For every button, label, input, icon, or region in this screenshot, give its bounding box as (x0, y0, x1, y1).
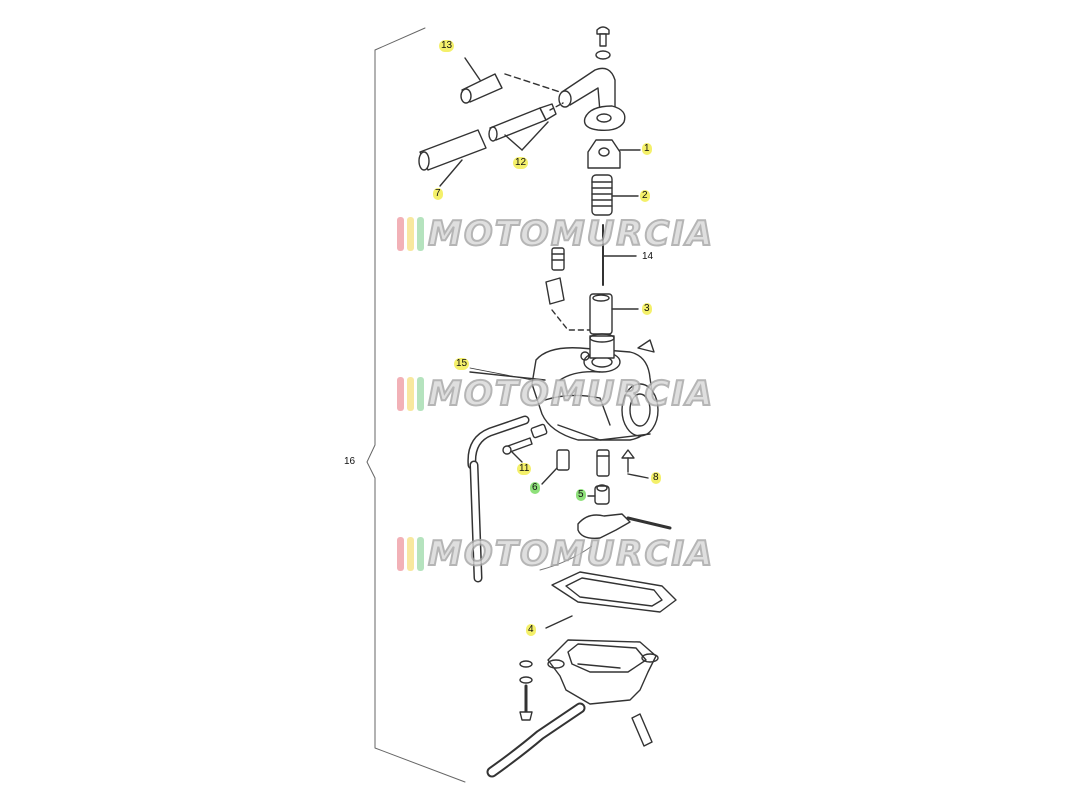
float (577, 513, 672, 540)
watermark-bar (407, 217, 414, 251)
part-8-screw (621, 449, 649, 479)
callout-7: 7 (433, 188, 443, 200)
part-14-needle (602, 224, 637, 286)
watermark-bar (407, 537, 414, 571)
bowl-screw (519, 660, 533, 721)
part-3-slide (589, 293, 639, 335)
main-jet-holder (596, 449, 610, 477)
part-13-cap (460, 57, 503, 104)
carburetor-body (469, 333, 659, 441)
callout-11: 11 (517, 463, 532, 475)
callout-13: 13 (439, 40, 455, 52)
callout-8: 8 (651, 472, 661, 484)
overflow-pipe (467, 415, 530, 583)
watermark-text: MOTOMURCIA (427, 533, 715, 575)
callout-5: 5 (576, 489, 586, 501)
watermark-bar (397, 537, 404, 571)
watermark-logo: MOTOMURCIA (397, 213, 714, 255)
part-7-hose (418, 129, 487, 187)
callout-16: 16 (344, 456, 356, 467)
part-1-cap (587, 139, 641, 169)
watermark-bar (397, 217, 404, 251)
idle-screw (545, 247, 565, 305)
assembly-bracket (366, 27, 466, 783)
part-4-gasket (545, 571, 677, 629)
part-11-screw (502, 423, 548, 463)
part-2-spring (591, 174, 639, 216)
watermark-logo: MOTOMURCIA (397, 533, 714, 575)
callout-1: 1 (642, 143, 652, 155)
callout-4: 4 (526, 624, 536, 636)
watermark-text: MOTOMURCIA (427, 213, 715, 255)
elbow-fitting (558, 67, 626, 132)
watermark-bar (417, 377, 424, 411)
watermark-bar (417, 537, 424, 571)
callout-14: 14 (642, 251, 654, 262)
part-6-jet (541, 449, 570, 485)
top-screw (595, 26, 611, 60)
callout-6: 6 (530, 482, 540, 494)
part-12-tube (488, 102, 564, 151)
part-5-jet (587, 484, 610, 505)
watermark-logo: MOTOMURCIA (397, 373, 714, 415)
watermark-bar (397, 377, 404, 411)
float-bowl (547, 639, 659, 705)
drain-screw (631, 713, 653, 747)
watermark-bar (417, 217, 424, 251)
callout-2: 2 (640, 190, 650, 202)
watermark-text: MOTOMURCIA (427, 373, 715, 415)
callout-3: 3 (642, 303, 652, 315)
fuel-hose (486, 702, 586, 778)
callout-12: 12 (513, 157, 529, 169)
callout-15: 15 (454, 358, 470, 370)
watermark-bar (407, 377, 414, 411)
